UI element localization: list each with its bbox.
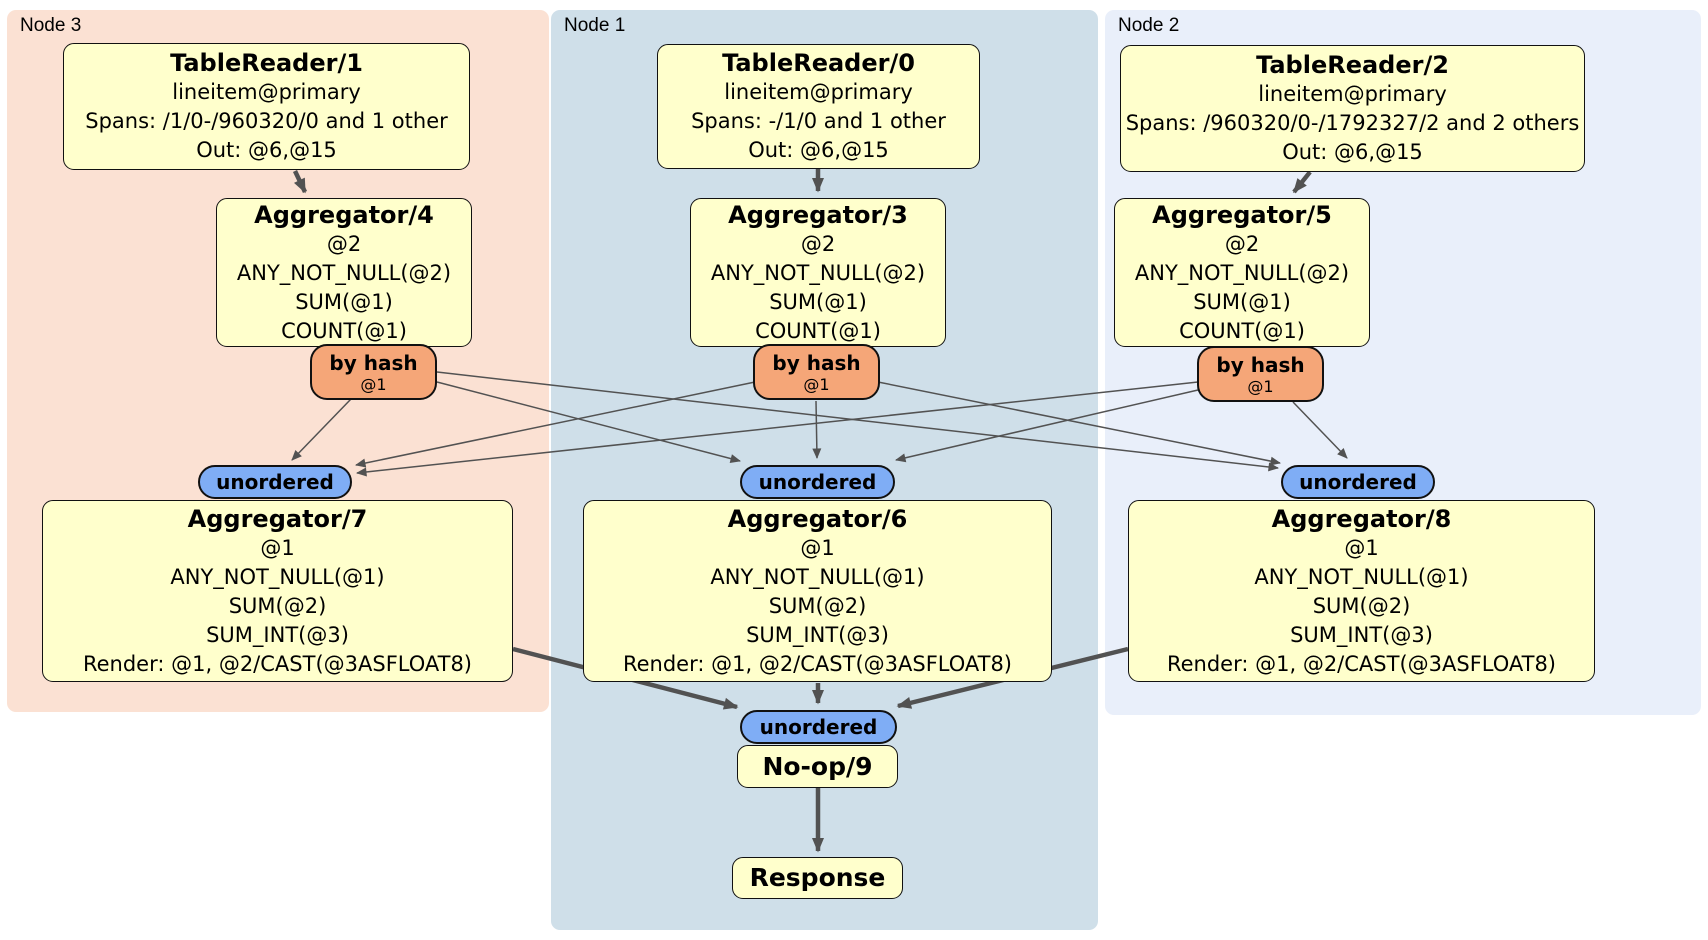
sync-unordered-left: unordered (198, 465, 352, 499)
processor-title: Aggregator/6 (727, 504, 908, 533)
node2-region-label: Node 2 (1118, 15, 1180, 36)
processor-detail: Render: @1, @2/CAST(@3ASFLOAT8) (622, 651, 1013, 676)
processor-detail: Out: @6,@15 (748, 138, 889, 162)
processor-aggregator-7: Aggregator/7 @1 ANY_NOT_NULL(@1) SUM(@2)… (42, 500, 513, 682)
sync-label: unordered (759, 715, 878, 739)
processor-detail: SUM(@1) (769, 289, 867, 314)
sync-unordered-final: unordered (740, 710, 897, 744)
processor-detail: @1 (800, 535, 835, 560)
processor-title: Aggregator/5 (1152, 200, 1332, 229)
node3-region-label: Node 3 (20, 15, 82, 36)
processor-detail: SUM(@1) (1193, 289, 1291, 314)
sync-unordered-middle: unordered (740, 465, 895, 499)
processor-detail: COUNT(@1) (755, 318, 881, 343)
response-node: Response (732, 857, 903, 899)
response-title: Response (749, 863, 886, 892)
router-stream-key: @1 (360, 374, 387, 394)
processor-title: Aggregator/4 (254, 200, 434, 229)
processor-detail: @2 (326, 231, 362, 256)
processor-title: TableReader/0 (722, 49, 915, 77)
processor-detail: SUM(@2) (228, 593, 327, 618)
router-by-hash-left: by hash @1 (310, 344, 437, 400)
processor-detail: SUM_INT(@3) (206, 622, 349, 647)
processor-detail: @2 (1224, 231, 1260, 256)
processor-tablereader-2: TableReader/2 lineitem@primary Spans: /9… (1120, 45, 1585, 172)
processor-aggregator-5: Aggregator/5 @2 ANY_NOT_NULL(@2) SUM(@1)… (1114, 198, 1370, 347)
processor-title: Aggregator/3 (728, 200, 908, 229)
processor-detail: @1 (1344, 535, 1379, 560)
processor-detail: ANY_NOT_NULL(@2) (236, 260, 452, 285)
processor-noop-9: No-op/9 (737, 745, 898, 788)
processor-detail: ANY_NOT_NULL(@1) (1254, 564, 1469, 589)
processor-title: No-op/9 (762, 751, 873, 781)
processor-tablereader-1: TableReader/1 lineitem@primary Spans: /1… (63, 43, 470, 170)
processor-detail: COUNT(@1) (1179, 318, 1305, 343)
processor-detail: lineitem@primary (724, 80, 913, 104)
router-by-hash-middle: by hash @1 (753, 344, 880, 400)
processor-detail: SUM_INT(@3) (746, 622, 889, 647)
router-stream-key: @1 (1247, 376, 1274, 396)
router-label: by hash (329, 350, 418, 375)
processor-detail: Out: @6,@15 (1282, 140, 1423, 164)
processor-detail: lineitem@primary (172, 80, 361, 104)
router-label: by hash (772, 350, 861, 375)
router-by-hash-right: by hash @1 (1197, 346, 1324, 402)
processor-detail: @2 (800, 231, 836, 256)
processor-title: TableReader/1 (170, 49, 363, 77)
processor-tablereader-0: TableReader/0 lineitem@primary Spans: -/… (657, 44, 980, 169)
sync-label: unordered (1299, 470, 1417, 494)
processor-aggregator-4: Aggregator/4 @2 ANY_NOT_NULL(@2) SUM(@1)… (216, 198, 472, 347)
processor-detail: SUM(@2) (768, 593, 867, 618)
router-label: by hash (1216, 352, 1305, 377)
sync-label: unordered (758, 470, 877, 494)
processor-title: Aggregator/7 (187, 504, 368, 533)
processor-aggregator-6: Aggregator/6 @1 ANY_NOT_NULL(@1) SUM(@2)… (583, 500, 1052, 682)
processor-aggregator-8: Aggregator/8 @1 ANY_NOT_NULL(@1) SUM(@2)… (1128, 500, 1595, 682)
processor-detail: SUM_INT(@3) (1290, 622, 1433, 647)
processor-detail: Spans: /960320/0-/1792327/2 and 2 others (1125, 111, 1580, 135)
node1-region-label: Node 1 (564, 15, 626, 36)
processor-detail: @1 (260, 535, 295, 560)
processor-detail: COUNT(@1) (281, 318, 407, 343)
processor-aggregator-3: Aggregator/3 @2 ANY_NOT_NULL(@2) SUM(@1)… (690, 198, 946, 347)
processor-detail: SUM(@1) (295, 289, 393, 314)
processor-detail: Render: @1, @2/CAST(@3ASFLOAT8) (82, 651, 473, 676)
processor-detail: ANY_NOT_NULL(@1) (710, 564, 925, 589)
processor-title: Aggregator/8 (1271, 504, 1452, 533)
router-stream-key: @1 (803, 374, 830, 394)
processor-detail: SUM(@2) (1312, 593, 1411, 618)
processor-detail: ANY_NOT_NULL(@2) (1134, 260, 1350, 285)
processor-detail: Out: @6,@15 (196, 138, 337, 162)
processor-title: TableReader/2 (1256, 51, 1449, 79)
sync-label: unordered (216, 470, 334, 494)
processor-detail: ANY_NOT_NULL(@1) (170, 564, 385, 589)
processor-detail: ANY_NOT_NULL(@2) (710, 260, 926, 285)
processor-detail: Render: @1, @2/CAST(@3ASFLOAT8) (1166, 651, 1557, 676)
processor-detail: Spans: -/1/0 and 1 other (691, 109, 946, 133)
sync-unordered-right: unordered (1281, 465, 1435, 499)
processor-detail: lineitem@primary (1258, 82, 1447, 106)
processor-detail: Spans: /1/0-/960320/0 and 1 other (85, 109, 448, 133)
